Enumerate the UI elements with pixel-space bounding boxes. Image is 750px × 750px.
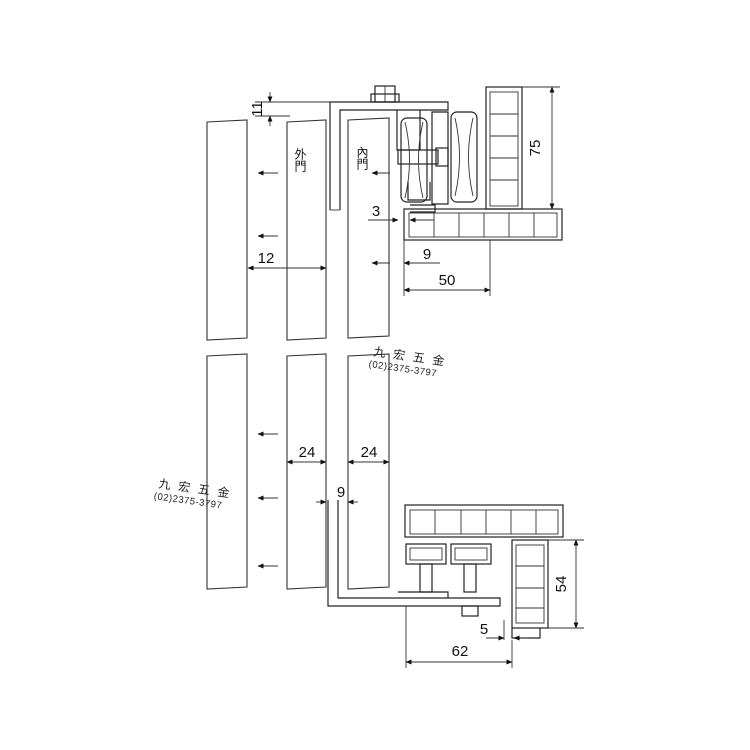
dim-bottom-height: 54 [553,576,570,593]
dim-top-gap: 11 [249,101,266,117]
dim-bottom-clearance: 5 [480,621,488,638]
top-vertical-rail [485,86,523,210]
top-track-assembly [329,85,563,241]
inner-door-panel-lower [347,353,390,590]
bottom-vertical-rail [511,539,549,629]
bottom-roller-left [405,543,447,565]
dim-inner-thickness: 24 [361,444,378,461]
door-panels [206,117,390,590]
top-wheel-left [400,117,428,203]
bottom-track-assembly [327,500,564,639]
top-wheel-right [450,111,478,203]
dim-top-offset: 9 [423,246,431,263]
outer-door-label: 外門 [293,148,307,172]
dim-top-height: 75 [527,140,544,157]
outer-door-panel-lower [286,353,327,590]
top-track [403,208,563,241]
door-labels: 外門 內門 [293,146,369,172]
dim-door-gap: 9 [337,484,345,501]
bottom-upper-rail [404,504,564,538]
dim-bottom-width: 62 [452,643,469,660]
inner-door-label: 內門 [355,146,369,170]
bottom-roller-right [450,543,492,565]
dimension-lines [247,86,584,668]
dim-panel-gap: 12 [258,250,275,267]
bottom-bolt [461,605,479,617]
dim-outer-thickness: 24 [299,444,316,461]
left-panel-lower [206,353,248,590]
dim-top-clearance: 3 [372,203,380,220]
left-panel-upper [206,119,248,341]
dim-top-width: 50 [439,272,456,289]
dimension-labels: 11 75 3 9 50 12 24 24 9 54 5 62 [249,101,570,660]
